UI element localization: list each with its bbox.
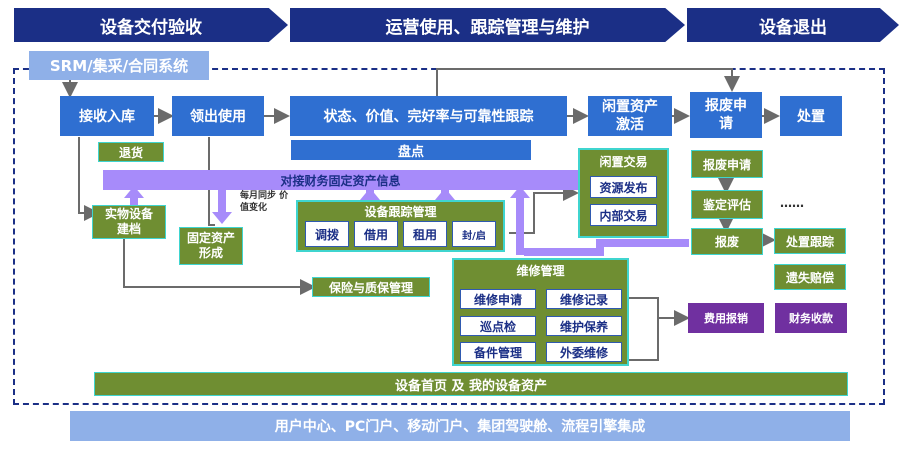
tracking-transfer: 调拨	[305, 221, 349, 247]
idle-trade-internal-label: 内部交易	[599, 208, 648, 223]
maint-upkeep-label: 维护保养	[559, 319, 608, 334]
finance-bar-label: 对接财务固定资产信息	[280, 173, 401, 188]
dispose-label: 处置	[797, 109, 825, 125]
phase-exit: 设备退出	[687, 8, 899, 42]
fee-reimburse-box: 费用报销	[688, 303, 764, 333]
tracking-borrow: 借用	[354, 221, 398, 247]
idle-trade-publish-label: 资源发布	[599, 180, 648, 195]
tracking-title: 设备跟踪管理	[298, 204, 503, 219]
issue-label: 领出使用	[190, 109, 246, 125]
maint-inspection: 巡点检	[460, 316, 536, 336]
dispose-track-box: 处置跟踪	[774, 228, 846, 254]
tracking-seal-label: 封/启	[462, 230, 486, 242]
receive-box: 接收入库	[60, 96, 154, 136]
dispose-box: 处置	[780, 96, 842, 136]
phase-exit-label: 设备退出	[759, 17, 827, 38]
idle-activate-label: 闲置资产激活	[602, 99, 658, 133]
maintenance-title-label: 维修管理	[516, 263, 565, 278]
maint-spare-parts: 备件管理	[460, 342, 536, 362]
scrap-step-label: 报废	[714, 235, 739, 249]
loss-compensation-box: 遗失赔偿	[774, 264, 846, 290]
scrap-step: 报废	[691, 228, 763, 255]
phase-acceptance: 设备交付验收	[14, 8, 288, 42]
fixed-asset-label: 固定资产形成	[186, 231, 235, 260]
track-box: 状态、价值、完好率与可靠性跟踪	[290, 96, 567, 136]
archive-label: 实物设备建档	[104, 207, 153, 236]
idle-trade-panel: 闲置交易 资源发布 内部交易	[578, 148, 669, 238]
tracking-seal: 封/启	[452, 221, 496, 247]
maint-upkeep: 维护保养	[546, 316, 622, 336]
integration-bar-label: 用户中心、PC门户、移动门户、集团驾驶舱、流程引擎集成	[274, 419, 646, 435]
home-bar-label: 设备首页 及 我的设备资产	[394, 378, 548, 394]
maint-repair-record: 维修记录	[546, 289, 622, 309]
phase-operation-label: 运营使用、跟踪管理与维护	[385, 17, 590, 38]
monthly-sync-note: 每月同步 价值变化	[240, 190, 290, 214]
phase-acceptance-label: 设备交付验收	[100, 17, 202, 38]
scrap-apply-step-label: 报废申请	[702, 157, 751, 172]
tracking-lease: 租用	[403, 221, 447, 247]
finance-bar: 对接财务固定资产信息	[103, 170, 578, 190]
maint-spare-parts-label: 备件管理	[473, 345, 522, 360]
maint-repair-record-label: 维修记录	[559, 292, 608, 307]
fixed-asset-box: 固定资产形成	[179, 227, 243, 265]
scrap-apply-label: 报废申请	[705, 98, 747, 132]
scrap-apply-box: 报废申请	[690, 92, 762, 138]
maint-repair-request-label: 维修申请	[473, 292, 522, 307]
maint-inspection-label: 巡点检	[479, 319, 516, 334]
scrap-evaluate-step-label: 鉴定评估	[702, 198, 751, 212]
tracking-borrow-label: 借用	[363, 227, 388, 242]
loss-compensation-label: 遗失赔偿	[785, 270, 834, 285]
finance-collect-box: 财务收款	[775, 303, 847, 333]
idle-trade-internal: 内部交易	[590, 204, 657, 226]
issue-box: 领出使用	[172, 96, 264, 136]
srm-system-label: SRM/集采/合同系统	[49, 57, 189, 75]
maintenance-title: 维修管理	[454, 263, 627, 278]
insurance-label: 保险与质保管理	[328, 280, 413, 295]
scrap-evaluate-step: 鉴定评估	[691, 190, 763, 219]
phase-operation: 运营使用、跟踪管理与维护	[290, 8, 685, 42]
maint-outsourced-label: 外委维修	[559, 345, 608, 360]
receive-label: 接收入库	[79, 109, 135, 125]
idle-trade-title-label: 闲置交易	[599, 154, 648, 169]
idle-trade-title: 闲置交易	[580, 154, 667, 169]
scrap-apply-step: 报废申请	[691, 150, 763, 178]
return-goods-label: 退货	[118, 145, 143, 160]
scrap-more-dots-label: ……	[780, 196, 804, 210]
fee-reimburse-label: 费用报销	[704, 312, 748, 325]
idle-activate-box: 闲置资产激活	[588, 96, 672, 136]
insurance-box: 保险与质保管理	[312, 277, 430, 297]
dispose-track-label: 处置跟踪	[785, 234, 834, 249]
tracking-transfer-label: 调拨	[314, 227, 339, 242]
track-label: 状态、价值、完好率与可靠性跟踪	[323, 109, 534, 125]
archive-box: 实物设备建档	[92, 205, 166, 239]
srm-system-box: SRM/集采/合同系统	[29, 51, 209, 80]
maint-repair-request: 维修申请	[460, 289, 536, 309]
maint-outsourced: 外委维修	[546, 342, 622, 362]
return-goods-box: 退货	[98, 142, 164, 162]
tracking-panel: 设备跟踪管理 调拨 借用 租用 封/启	[296, 200, 505, 252]
maintenance-panel: 维修管理 维修申请 维修记录 巡点检 维护保养 备件管理 外委维修	[452, 258, 629, 366]
scrap-more-dots: ……	[780, 196, 804, 210]
inventory-label: 盘点	[397, 144, 424, 160]
tracking-lease-label: 租用	[412, 227, 437, 242]
inventory-box: 盘点	[291, 140, 531, 160]
home-bar: 设备首页 及 我的设备资产	[94, 372, 848, 396]
monthly-sync-label: 每月同步 价值变化	[240, 191, 289, 213]
tracking-title-label: 设备跟踪管理	[364, 204, 437, 219]
idle-trade-publish: 资源发布	[590, 176, 657, 198]
integration-bar: 用户中心、PC门户、移动门户、集团驾驶舱、流程引擎集成	[70, 411, 850, 441]
finance-collect-label: 财务收款	[789, 312, 833, 325]
